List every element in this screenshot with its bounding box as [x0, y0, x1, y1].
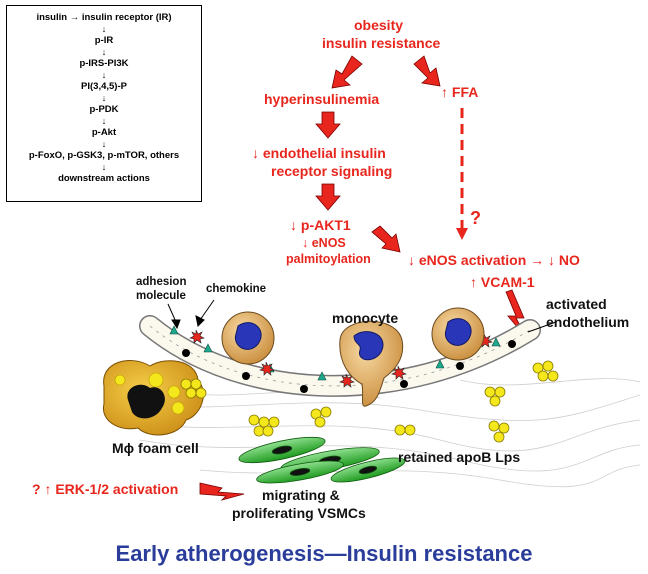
cascade-step: p-Akt	[91, 127, 117, 138]
label-insulin-resistance: insulin resistance	[322, 35, 441, 51]
label-enos-line2: palmitoylation	[286, 252, 371, 266]
label-foam-cell: Mϕ foam cell	[112, 440, 199, 456]
cascade-step: p-IRS-PI3K	[79, 58, 129, 69]
dashed-arrow-ffa	[456, 108, 468, 240]
cascade-arrow: ↓	[101, 139, 107, 149]
cascade-step: insulin → insulin receptor (IR)	[36, 12, 172, 23]
cascade-step: p-IR	[94, 35, 114, 46]
arrow-obesity-to-hyperinsulinemia	[331, 55, 363, 89]
diagram-title: Early atherogenesis—Insulin resistance	[115, 541, 533, 566]
cascade-step: downstream actions	[58, 173, 150, 184]
label-apob: retained apoB Lps	[398, 449, 521, 465]
cascade-arrow: ↓	[101, 116, 107, 126]
label-vsmc-line2: proliferating VSMCs	[232, 505, 366, 521]
label-chemokine: chemokine	[206, 283, 267, 295]
label-ffa: ↑ FFA	[441, 84, 479, 100]
label-enos-activation: ↓ eNOS activation → ↓ NO	[408, 252, 580, 268]
label-activated-line2: endothelium	[546, 314, 630, 330]
insulin-signaling-cascade-box: insulin → insulin receptor (IR) ↓ p-IR ↓…	[6, 5, 202, 202]
label-endothelial-signaling-line1: ↓ endothelial insulin	[252, 145, 386, 161]
lightning-bolt-erk	[199, 482, 245, 501]
monocyte-right	[431, 307, 485, 361]
label-p-akt1: ↓ p-AKT1	[290, 217, 351, 233]
label-enos-line1: ↓ eNOS	[302, 236, 346, 250]
apob-lipoproteins	[180, 360, 559, 443]
vsmc-cells	[238, 436, 406, 484]
monocyte-left	[221, 311, 275, 365]
label-monocyte: monocyte	[332, 310, 399, 326]
label-question: ?	[470, 208, 481, 228]
foam-cell	[102, 360, 204, 436]
cascade-arrow: ↓	[101, 47, 107, 57]
endothelium-layer	[139, 315, 541, 397]
label-vcam1: ↑ VCAM-1	[470, 274, 535, 290]
monocyte-transmigrating	[339, 320, 404, 407]
label-obesity: obesity	[354, 17, 404, 33]
cascade-step: p-FoxO, p-GSK3, p-mTOR, others	[28, 150, 180, 161]
endothelial-nuclei	[182, 340, 516, 393]
arrow-hyper-to-signaling	[315, 111, 341, 139]
label-vsmc-line1: migrating &	[262, 487, 340, 503]
chemokines	[189, 329, 493, 388]
label-pointers	[167, 299, 557, 333]
arrow-signaling-to-pakt1	[315, 183, 341, 211]
cascade-step: PI(3,4,5)-P	[81, 81, 127, 92]
label-adhesion-line1: adhesion	[136, 276, 187, 288]
arrow-pakt1-to-enos	[371, 225, 401, 253]
cascade-arrow: ↓	[101, 70, 107, 80]
label-erk-activation: ? ↑ ERK-1/2 activation	[32, 481, 179, 497]
cascade-arrow: ↓	[101, 162, 107, 172]
cascade-arrow: ↓	[101, 24, 107, 34]
label-activated-line1: activated	[546, 296, 607, 312]
cascade-arrow: ↓	[101, 93, 107, 103]
label-adhesion-line2: molecule	[136, 290, 186, 302]
label-hyperinsulinemia: hyperinsulinemia	[264, 91, 380, 107]
flow-arrows	[315, 55, 441, 253]
arrow-obesity-to-ffa	[413, 55, 441, 87]
label-endothelial-signaling-line2: receptor signaling	[271, 163, 393, 179]
cascade-step: p-PDK	[89, 104, 119, 115]
